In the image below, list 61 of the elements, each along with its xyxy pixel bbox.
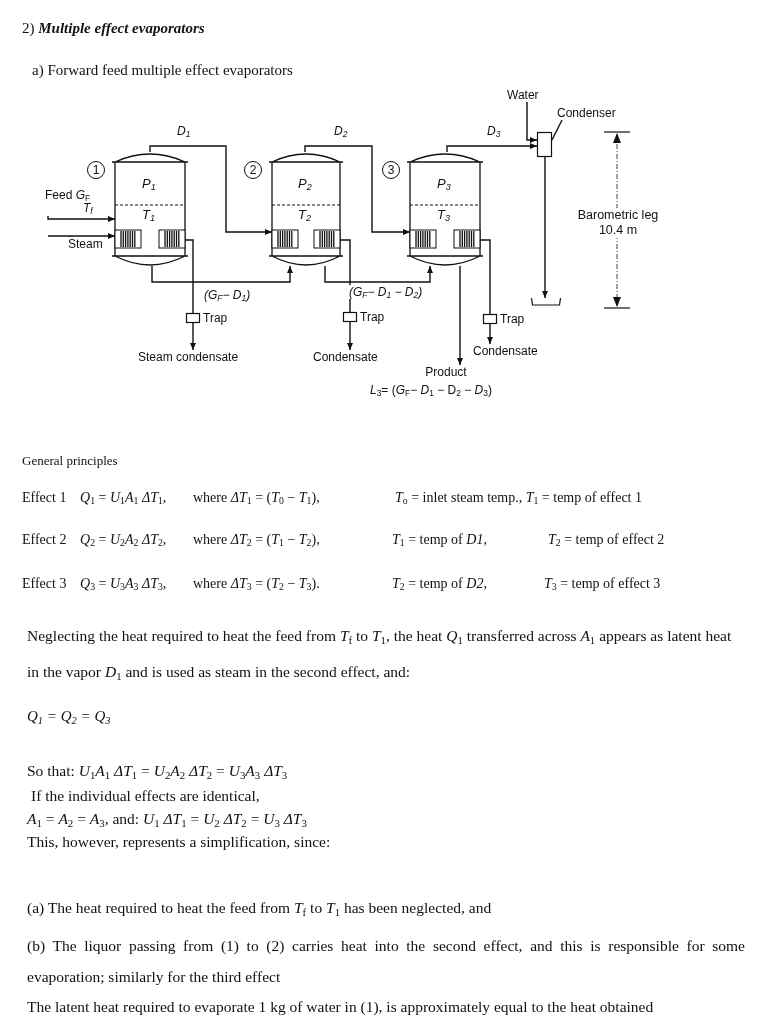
equation: Q$_{1}$ = U$_{1}$A$_{1}$ ΔT$_{1}$,	[80, 490, 167, 506]
equation: where ΔT$_{1}$ = (T$_{0}$ − T$_{1}$),	[193, 490, 320, 506]
temperature-label: T$_{2}$	[298, 208, 311, 222]
trap-label: Trap	[500, 312, 525, 326]
equation: where ΔT$_{3}$ = (T$_{2}$ − T$_{3}$).	[193, 576, 320, 592]
section-heading: 2) Multiple effect evaporators	[22, 20, 205, 37]
definition-text: T$_{2}$ = temp of D2,	[392, 576, 487, 592]
paragraph: If the individual effects are identical,	[31, 787, 260, 805]
flow-label: D$_{1}$	[176, 124, 192, 138]
flow-label: (G$_{F}$− D$_{1}$)	[203, 288, 252, 302]
feed-label: T$_{f}$	[82, 202, 95, 214]
steam-trap	[483, 314, 497, 324]
temperature-label: T$_{3}$	[437, 208, 450, 222]
pressure-label: P$_{2}$	[298, 177, 312, 191]
evaporator-vessel	[272, 152, 340, 266]
pressure-label: P$_{3}$	[437, 177, 451, 191]
outlet-label: Condensate	[473, 344, 539, 358]
equation: where ΔT$_{2}$ = (T$_{1}$ − T$_{2}$),	[193, 532, 320, 548]
temperature-label: T$_{1}$	[142, 208, 155, 222]
equation: Q$_{3}$ = U$_{3}$A$_{3}$ ΔT$_{3}$,	[80, 576, 167, 592]
equation: A$_{1}$ = A$_{2}$ = A$_{3}$, and: U$_{1}$ ΔT$_{1}$ = U$_{2}$ ΔT$_{2}$ = U$_{3}$ ΔT$_{3}$	[27, 810, 307, 828]
steam-trap	[343, 312, 357, 322]
outlet-label: Condensate	[313, 350, 379, 364]
row-label: Effect 1	[22, 490, 67, 506]
product-label: L$_{3}$= (G$_{F}$− D$_{1}$ − D$_{2}$ − D$_{3}$)	[370, 383, 493, 397]
flow-label: D$_{2}$	[333, 124, 349, 138]
equation: So that: U$_{1}$A$_{1}$ ΔT$_{1}$ = U$_{2}$A$_{2}$ ΔT$_{2}$ = U$_{3}$A$_{3}$ ΔT$_{3}$	[27, 762, 288, 780]
steam-trap	[186, 313, 200, 323]
trap-label: Trap	[360, 310, 385, 324]
evaporator-vessel	[410, 152, 480, 266]
subsection-heading: a) Forward feed multiple effect evaporators	[32, 62, 293, 79]
seal-tank	[531, 298, 561, 306]
effect-number: 3	[382, 161, 400, 179]
feed-label: Feed G$_{F}$	[45, 188, 92, 202]
condenser-box	[537, 132, 552, 157]
effect-number: 1	[87, 161, 105, 179]
product-label: Product	[424, 365, 468, 381]
effect-number: 2	[244, 161, 262, 179]
definition-text: T$_{o}$ = inlet steam temp., T$_{1}$ = temp of effect 1	[395, 490, 642, 506]
steam-inlet-label: Steam	[68, 237, 104, 251]
flow-label: (G$_{F}$− D$_{1}$ − D$_{2}$)	[348, 285, 424, 299]
paragraph: The latent heat required to evaporate 1 kg of water in (1), is approximately equal to the heat obtained	[27, 998, 654, 1016]
water-inlet-label: Water	[507, 88, 540, 102]
subheading: General principles	[22, 453, 118, 469]
definition-text: T$_{2}$ = temp of effect 2	[548, 532, 665, 548]
evaporator-vessel	[115, 152, 185, 266]
pressure-label: P$_{1}$	[142, 177, 156, 191]
row-label: Effect 2	[22, 532, 67, 548]
trap-label: Trap	[203, 311, 228, 325]
paragraph: This, however, represents a simplification, since:	[27, 833, 331, 851]
equation: Q$_{1}$ = Q$_{2}$ = Q$_{3}$	[27, 708, 111, 725]
paragraph: (b) The liquor passing from (1) to (2) carries heat into the second effect, and this is responsible for some evaporation; similarly for the third effect	[27, 936, 745, 987]
definition-text: T$_{1}$ = temp of D1,	[392, 532, 487, 548]
condenser-label: Condenser	[557, 106, 617, 120]
row-label: Effect 3	[22, 576, 67, 592]
outlet-label: Steam condensate	[138, 350, 240, 364]
flow-label: D$_{3}$	[486, 124, 502, 138]
definition-text: T$_{3}$ = temp of effect 3	[544, 576, 661, 592]
equation: Q$_{2}$ = U$_{2}$A$_{2}$ ΔT$_{2}$,	[80, 532, 167, 548]
paragraph: Neglecting the heat required to heat the feed from T$_{f}$ to T$_{1}$, the heat Q$_{1}$ transferred across A$_{1}$ appears as latent heat in the vapor D$_{1}$ and is used as steam in the second effect, and:	[27, 626, 733, 684]
paragraph: (a) The heat required to heat the feed from T$_{f}$ to T$_{1}$ has been neglected, and	[27, 899, 492, 917]
